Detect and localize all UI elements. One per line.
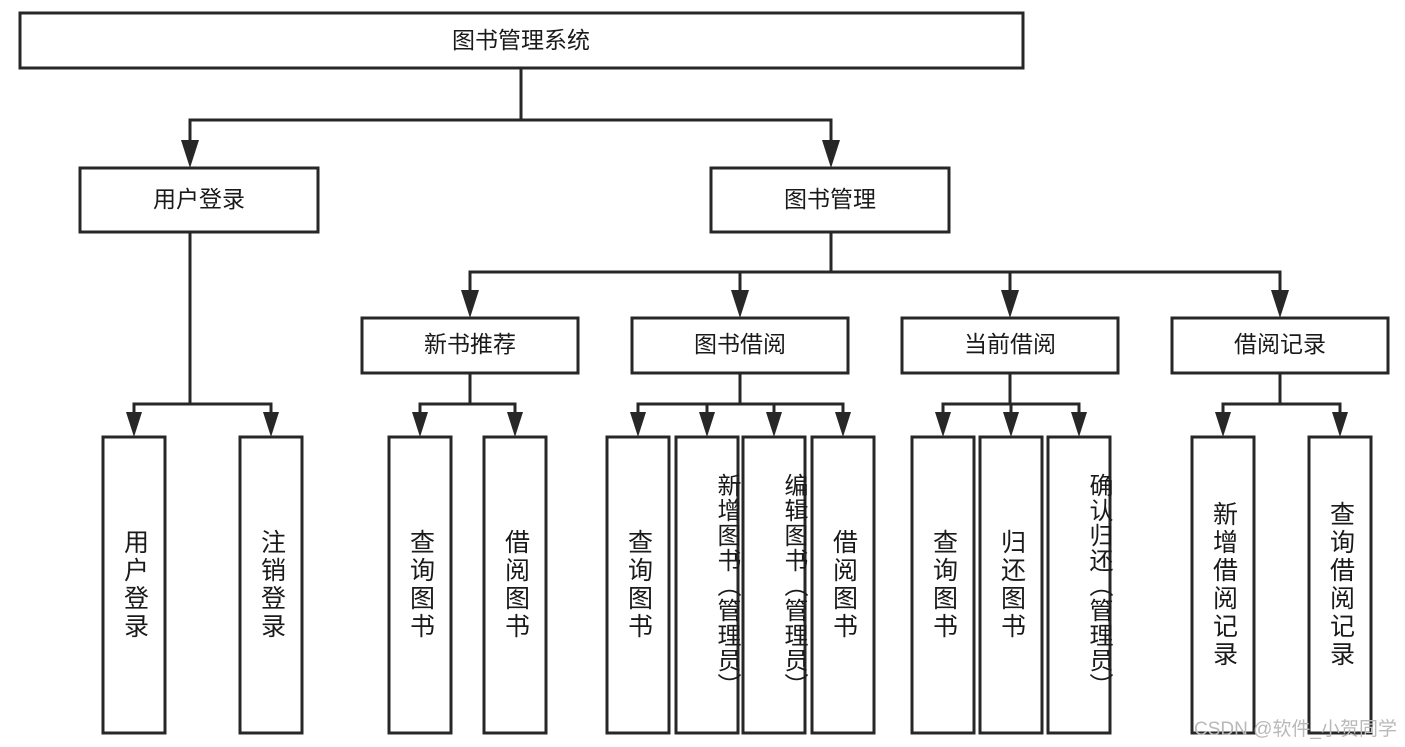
connector-group-new-book-recommend [412, 371, 523, 437]
leaf-label-book-borrow-2: 新增图书（管理员） [713, 472, 740, 698]
leaf-label-borrow-record-1: 新增借阅记录 [1209, 501, 1238, 669]
node-current-borrow-box [900, 316, 1120, 375]
arrow-head-leaf-book-borrow-1 [630, 412, 646, 437]
node-book-borrow[interactable]: 图书借阅 [630, 316, 850, 375]
arrow-head-leaf-current-borrow-1 [935, 412, 951, 437]
node-book-manage[interactable]: 图书管理 [709, 166, 951, 234]
arrow-head-leaf-new-book-1 [412, 412, 428, 437]
leaf-label-new-book-1: 查询图书 [406, 529, 435, 641]
leaf-boxes-book-borrow [605, 435, 876, 735]
leaf-box-book-borrow-3[interactable] [741, 435, 807, 735]
leaf-label-user-login-1: 用户登录 [120, 529, 149, 641]
leaf-boxes-new-book-recommend [387, 435, 548, 735]
node-current-borrow[interactable]: 当前借阅 [900, 316, 1120, 375]
connector-group-root [181, 66, 840, 168]
node-root-label: 图书管理系统 [452, 27, 590, 53]
arrow-head-leaf-book-borrow-3 [766, 412, 782, 437]
connector-group-borrow-record [1215, 371, 1348, 437]
leaf-label-book-borrow-4: 借阅图书 [829, 529, 858, 641]
leaf-label-book-borrow-1: 查询图书 [624, 529, 653, 641]
arrow-head-book-manage [822, 140, 840, 168]
leaf-box-borrow-record-2[interactable] [1307, 435, 1373, 735]
leaf-box-new-book-2[interactable] [482, 435, 548, 735]
leaf-boxes-borrow-record [1190, 435, 1373, 735]
arrow-head-borrow-record [1271, 290, 1289, 318]
node-new-book-recommend-box [360, 316, 580, 375]
arrow-head-leaf-user-login-1 [126, 412, 142, 437]
connector-group-book-borrow [630, 371, 851, 437]
connector-group-current-borrow [935, 371, 1087, 437]
node-user-login[interactable]: 用户登录 [78, 166, 320, 234]
arrow-head-leaf-borrow-record-1 [1215, 412, 1231, 437]
leaf-label-current-borrow-1: 查询图书 [929, 529, 958, 641]
node-borrow-record[interactable]: 借阅记录 [1170, 316, 1390, 375]
arrow-head-leaf-book-borrow-2 [699, 412, 715, 437]
arrow-head-current-borrow [1001, 290, 1019, 318]
node-current-borrow-label: 当前借阅 [964, 331, 1056, 357]
arrow-head-new-book-recommend [461, 290, 479, 318]
leaf-label-current-borrow-2: 归还图书 [997, 529, 1026, 641]
leaf-box-book-borrow-1[interactable] [605, 435, 671, 735]
node-book-borrow-box [630, 316, 850, 375]
node-root-system[interactable]: 图书管理系统 [18, 11, 1025, 70]
arrow-head-leaf-borrow-record-2 [1332, 412, 1348, 437]
arrow-head-leaf-user-login-2 [263, 412, 279, 437]
node-book-borrow-label: 图书借阅 [694, 331, 786, 357]
leaf-box-current-borrow-2[interactable] [978, 435, 1044, 735]
node-new-book-recommend[interactable]: 新书推荐 [360, 316, 580, 375]
leaf-label-current-borrow-3: 确认归还（管理员） [1085, 472, 1112, 698]
leaf-box-book-borrow-2[interactable] [674, 435, 740, 735]
leaf-box-borrow-record-1[interactable] [1190, 435, 1256, 735]
node-borrow-record-box [1170, 316, 1390, 375]
arrow-head-leaf-current-borrow-2 [1003, 412, 1019, 437]
csdn-watermark: CSDN @软件_小贺同学 [1194, 719, 1397, 740]
leaf-box-current-borrow-3[interactable] [1046, 435, 1112, 735]
leaf-box-book-borrow-4[interactable] [810, 435, 876, 735]
leaf-boxes-current-borrow [910, 435, 1112, 735]
leaf-boxes-user-login [101, 435, 304, 735]
leaf-label-new-book-2: 借阅图书 [501, 529, 530, 641]
leaf-label-borrow-record-2: 查询借阅记录 [1326, 501, 1355, 669]
arrow-head-leaf-new-book-2 [507, 412, 523, 437]
leaf-box-user-login-1[interactable] [101, 435, 167, 735]
leaf-box-new-book-1[interactable] [387, 435, 453, 735]
leaf-label-book-borrow-3: 编辑图书（管理员） [780, 472, 807, 698]
node-root-box [18, 11, 1025, 70]
leaf-label-user-login-2: 注销登录 [257, 529, 286, 641]
arrow-head-leaf-book-borrow-4 [835, 412, 851, 437]
connector-group-user-login [126, 230, 279, 437]
node-book-manage-label: 图书管理 [784, 186, 876, 212]
arrow-head-book-borrow [731, 290, 749, 318]
node-borrow-record-label: 借阅记录 [1234, 331, 1326, 357]
connector-group-book-manage [461, 230, 1289, 318]
node-user-login-box [78, 166, 320, 234]
leaf-box-current-borrow-1[interactable] [910, 435, 976, 735]
node-user-login-label: 用户登录 [153, 186, 245, 212]
arrow-head-leaf-current-borrow-3 [1071, 412, 1087, 437]
arrow-head-user-login [181, 140, 199, 168]
node-new-book-recommend-label: 新书推荐 [424, 331, 516, 357]
node-book-manage-box [709, 166, 951, 234]
leaf-box-user-login-2[interactable] [238, 435, 304, 735]
